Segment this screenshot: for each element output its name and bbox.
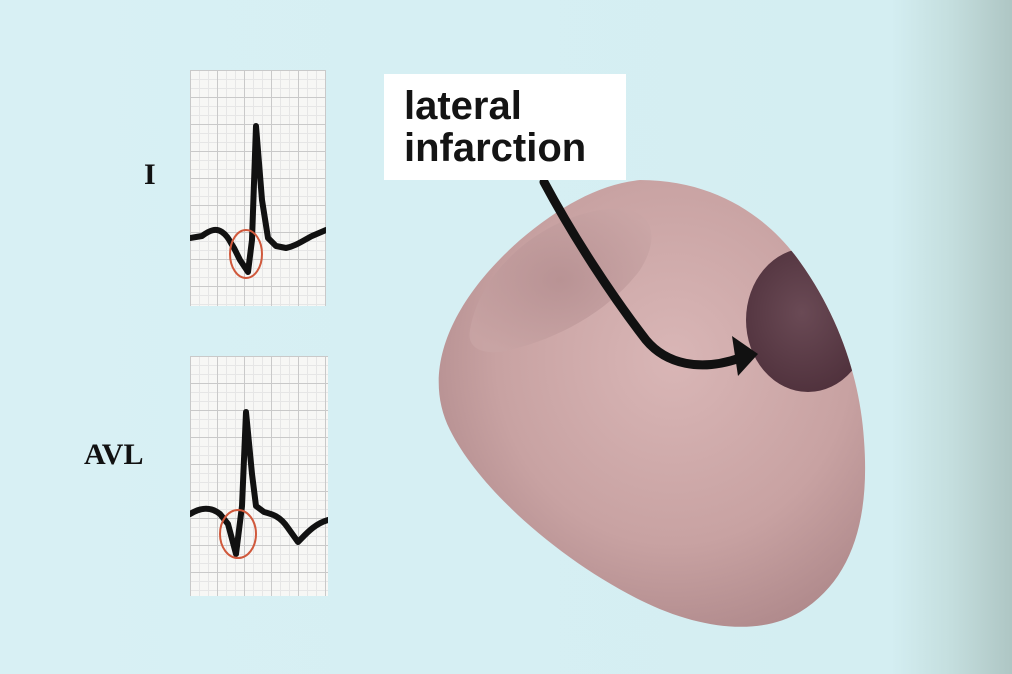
- ecg-trace-lead-avl: [190, 356, 328, 596]
- ecg-strip-lead-i: [190, 70, 326, 306]
- callout-box: lateral infarction: [384, 74, 626, 180]
- lead-label-i: I: [144, 158, 156, 192]
- callout-text-line-2: infarction: [404, 128, 586, 168]
- lead-label-avl: AVL: [84, 438, 143, 472]
- callout-text-line-1: lateral: [404, 86, 522, 126]
- ecg-trace-lead-i: [190, 70, 326, 306]
- infarct-zone: [746, 248, 870, 392]
- heart-body: [439, 180, 865, 627]
- ecg-strip-lead-avl: [190, 356, 328, 596]
